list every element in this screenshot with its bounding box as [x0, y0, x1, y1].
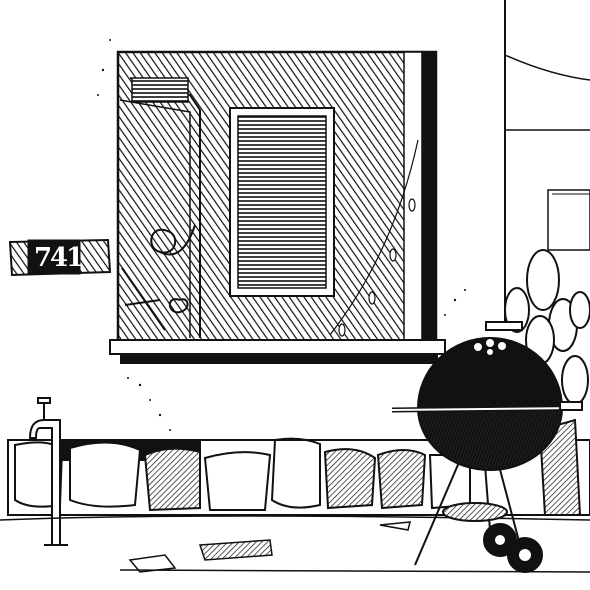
- house-number-digit-1: 7: [34, 243, 53, 273]
- wall-edge: [504, 0, 590, 330]
- prickly-pear-cactus: [504, 249, 590, 516]
- string-lights: [329, 139, 419, 337]
- window-shutter: [229, 107, 335, 297]
- iron-scroll-decoration: [121, 224, 196, 331]
- wall-speckles: [97, 39, 466, 431]
- ground: [0, 515, 590, 573]
- window: [109, 50, 446, 364]
- kettle-grill: [391, 321, 583, 573]
- window-sill: [109, 339, 446, 355]
- house-number-plaque: 7 4 1: [8, 238, 112, 277]
- water-spigot: [28, 397, 68, 546]
- house-number-digit-2: 4: [50, 243, 69, 273]
- house-number-digit-3: 1: [66, 243, 85, 273]
